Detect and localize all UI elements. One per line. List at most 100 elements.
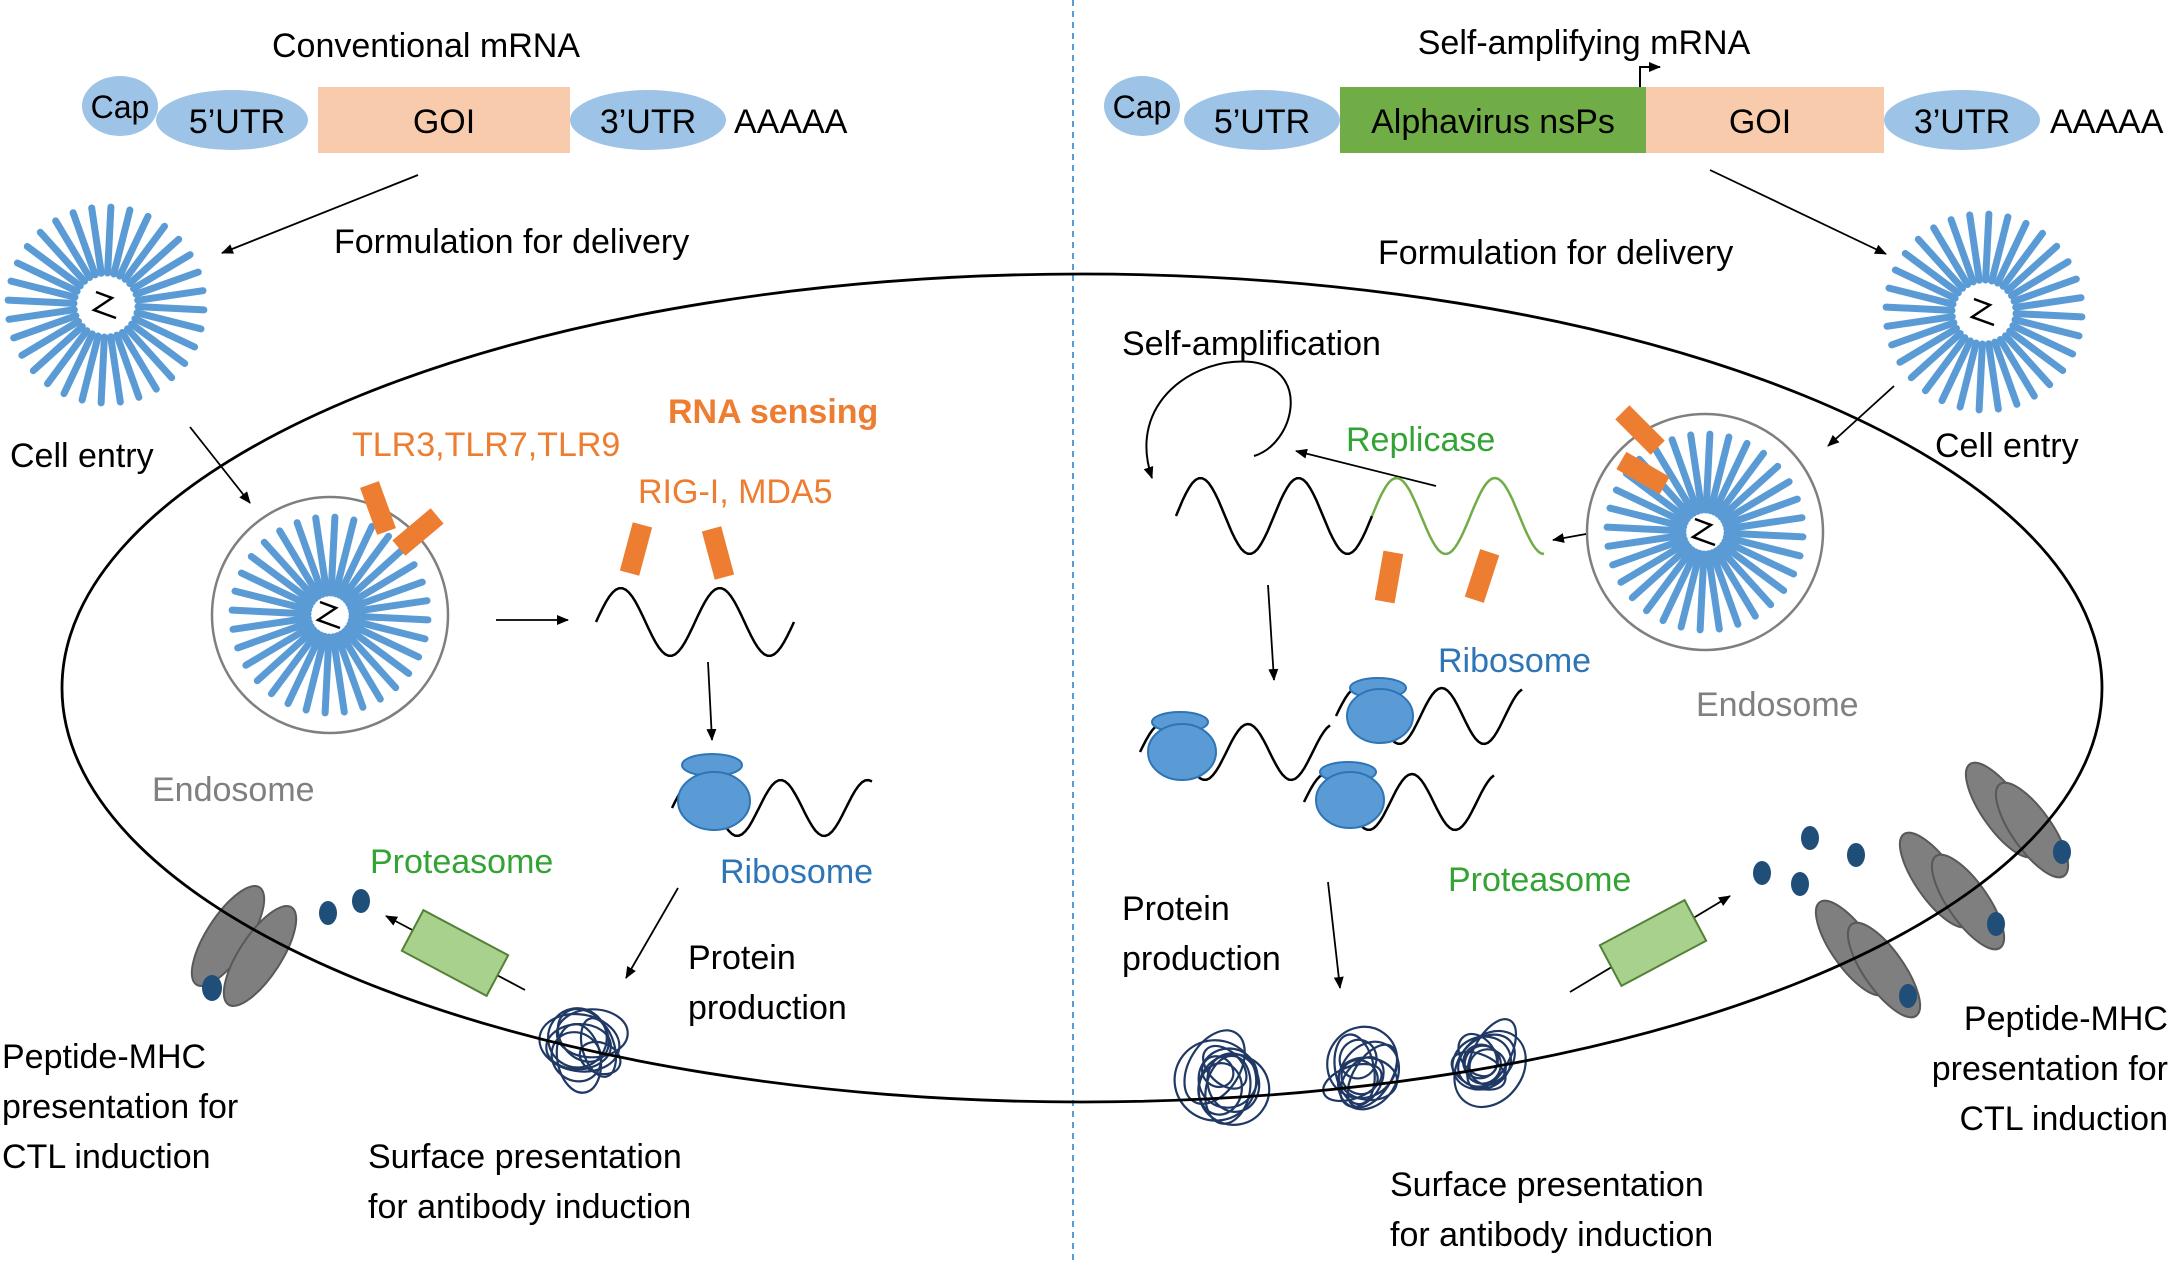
left-endosome-mrna-icon <box>315 600 341 630</box>
lipid-spike <box>107 333 124 406</box>
lipid-spike <box>1723 529 1807 541</box>
right-proteasome-label: Proteasome <box>1448 861 1631 899</box>
right-arrow-translation <box>1267 584 1279 681</box>
protein-coil <box>579 1017 618 1078</box>
protein-coil <box>1197 1053 1271 1126</box>
right-surface-protein-2 <box>1322 1025 1401 1111</box>
left-ribosome <box>670 753 873 838</box>
left-construct: Cap 5’UTR GOI 3’UTR AAAAA <box>82 76 848 153</box>
lipid-spike <box>302 632 329 714</box>
sa-mrna-goi-region <box>1370 476 1545 556</box>
replicase-arrow <box>1295 448 1437 487</box>
right-surface-line-1: Surface presentation <box>1390 1166 1704 1204</box>
right-goi-label: GOI <box>1729 103 1791 141</box>
lipid-spike <box>346 620 423 661</box>
right-peptide-2 <box>1801 826 1819 850</box>
lipid-spike <box>52 217 94 281</box>
lipid-spike <box>1882 303 1956 314</box>
lipid-spike <box>1720 478 1793 525</box>
lipid-spike <box>1628 543 1693 602</box>
right-arrow-protein <box>1327 881 1344 989</box>
lipid-spike <box>29 323 86 375</box>
lipid-spike <box>5 306 78 323</box>
right-ribosome-2 <box>1334 677 1523 746</box>
lipid-spike <box>2010 275 2080 305</box>
lipid-spike <box>268 629 321 698</box>
lipid-spike <box>1651 444 1698 517</box>
lipid-spike <box>1721 537 1798 578</box>
right-ribosome-label: Ribosome <box>1438 642 1591 680</box>
protein-coil <box>1202 1044 1248 1090</box>
lipid-spike <box>1722 495 1801 529</box>
right-endosome-mrna-icon <box>1690 517 1716 547</box>
lipid-spike <box>1938 337 1974 405</box>
protein-coil <box>1346 1043 1399 1109</box>
right-nsps-label: Alphavirus nsPs <box>1371 103 1615 141</box>
left-peptide-1 <box>319 901 337 925</box>
lipid-spike <box>1922 334 1969 395</box>
lipid-spike <box>331 516 358 598</box>
right-endosome-lipids <box>1603 430 1807 634</box>
right-5utr-oval <box>1184 90 1340 150</box>
lipid-spike <box>1710 439 1751 516</box>
left-surface-protein <box>538 1007 629 1094</box>
right-ribosome-1 <box>1138 711 1331 782</box>
lipid-spike <box>1716 544 1775 609</box>
lipid-spike <box>4 296 78 307</box>
lipid-spike <box>234 618 313 652</box>
lipid-spike <box>1677 549 1704 631</box>
right-title: Self-amplifying mRNA <box>1418 24 1751 62</box>
protein-coil <box>1453 1029 1527 1109</box>
left-5utr-oval <box>156 90 308 150</box>
lipid-spike <box>1687 431 1706 514</box>
lipid-spike <box>1643 546 1696 615</box>
left-formulation-label: Formulation for delivery <box>334 223 689 261</box>
right-arrow-release <box>1552 533 1587 543</box>
left-ribosome-large-subunit <box>677 771 751 831</box>
protein-coil <box>1322 1062 1383 1103</box>
right-lnp-mrna-icon <box>1969 297 1995 327</box>
lipid-spike <box>2011 316 2083 340</box>
right-peptide-1 <box>1753 861 1771 885</box>
lipid-spike <box>242 622 315 669</box>
left-rig-receptor-1 <box>619 522 653 576</box>
lipid-spike <box>345 561 418 608</box>
right-mhc-2-peptide <box>1987 912 2005 936</box>
left-protein-line-2: production <box>688 989 847 1027</box>
right-tlr-receptor-2 <box>1616 451 1670 495</box>
right-peptide-3 <box>1791 872 1809 896</box>
right-cell-entry-label: Cell entry <box>1935 427 2079 465</box>
left-ribosome-label: Ribosome <box>720 853 873 891</box>
cell-membrane <box>60 272 2104 1104</box>
lipid-spike <box>78 332 102 404</box>
lipid-spike <box>1907 330 1964 382</box>
left-cap-oval <box>82 76 158 136</box>
left-arrow-formulation <box>221 174 419 254</box>
left-cap-label: Cap <box>91 89 150 125</box>
lipid-spike <box>1622 470 1691 523</box>
lipid-spike <box>1883 313 1956 330</box>
lipid-spike <box>1704 550 1723 633</box>
lipid-spike <box>228 606 312 618</box>
lipid-spike <box>1994 219 2030 287</box>
lipid-spike <box>2009 322 2077 358</box>
protein-coil <box>538 1012 621 1073</box>
right-5utr-label: 5’UTR <box>1214 103 1310 141</box>
right-mhc-2-chain-2 <box>1930 853 2006 951</box>
lipid-spike <box>1930 224 1972 288</box>
lipid-spike <box>1612 486 1689 527</box>
right-endosome-membrane <box>1585 412 1825 652</box>
lipid-spike <box>1988 213 2012 285</box>
left-mhc-chain-2 <box>222 905 298 1007</box>
subgenomic-promoter-arrow <box>1639 62 1661 87</box>
left-surface-line-2: for antibody induction <box>368 1188 691 1226</box>
lipid-spike <box>1617 539 1690 586</box>
left-protein-line-1: Protein <box>688 939 796 977</box>
lipid-spike <box>260 538 319 603</box>
lipid-spike <box>276 527 323 600</box>
left-endosome-label: Endosome <box>152 771 315 809</box>
lipid-spike <box>1719 541 1788 594</box>
protein-coil <box>1183 1029 1246 1105</box>
lipid-spike <box>1696 550 1708 634</box>
